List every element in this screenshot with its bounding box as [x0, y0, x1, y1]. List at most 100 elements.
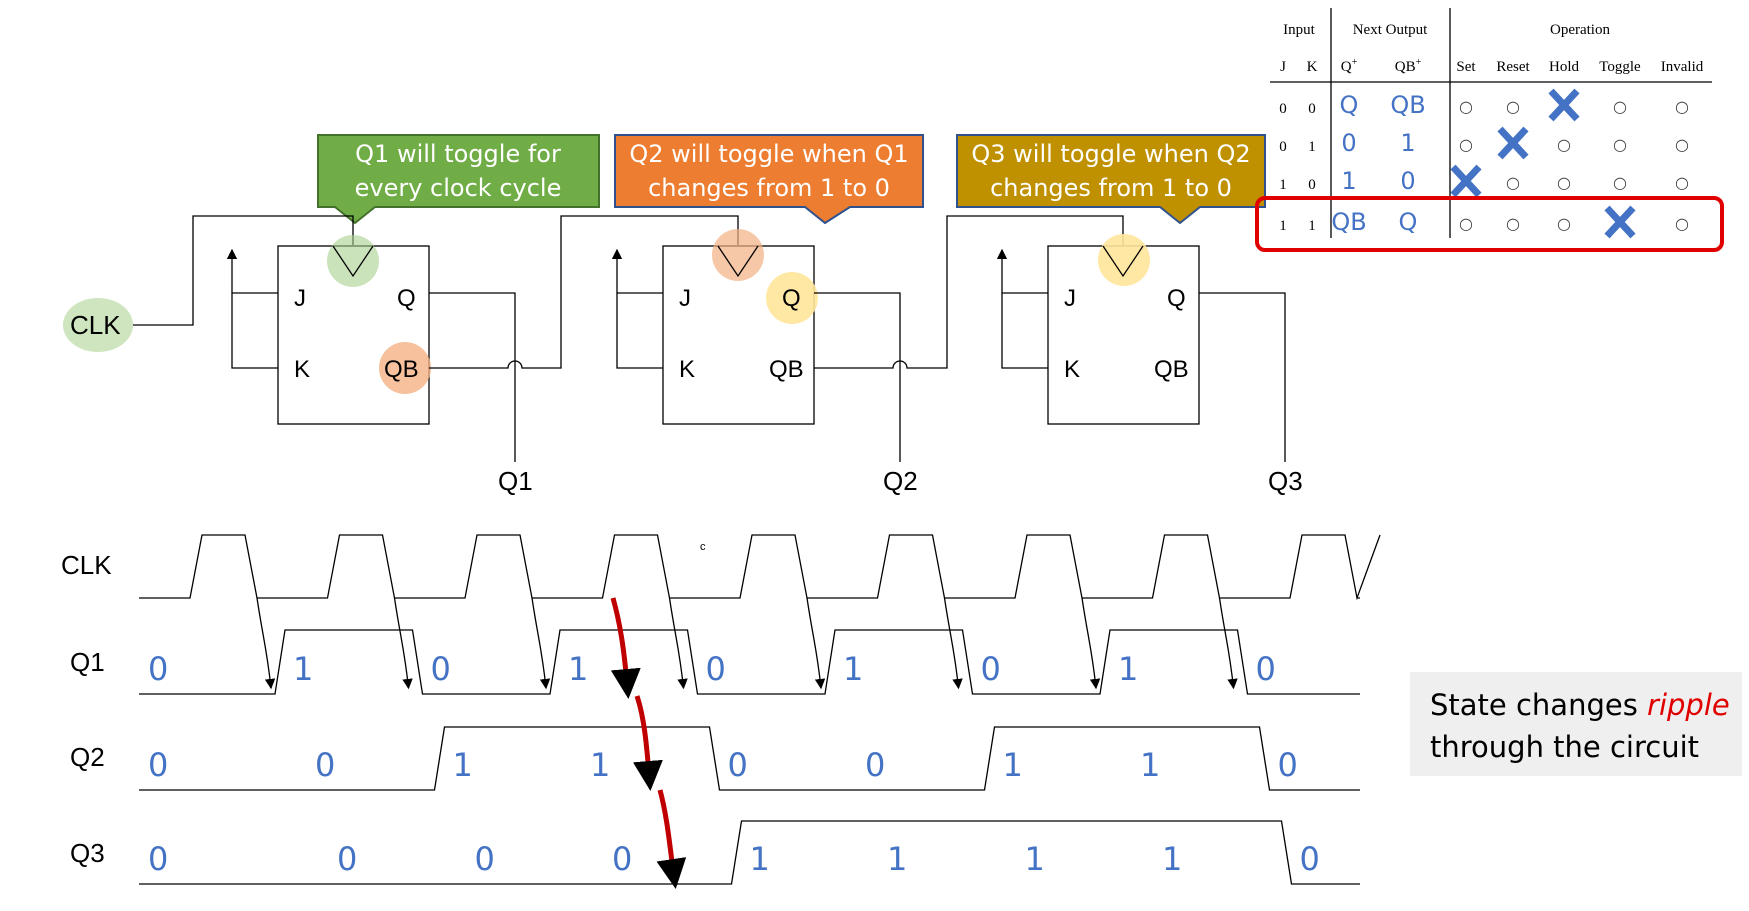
selected-op-cross-icon [1497, 126, 1529, 160]
bit-value: 1 [1118, 650, 1138, 688]
clock-to-q1-arrow [256, 597, 276, 690]
clock-to-q1-arrow [393, 597, 413, 690]
timing-label-q2: Q2 [70, 742, 105, 772]
output-q3-label: Q3 [1268, 466, 1303, 496]
callout-q2: Q2 will toggle when Q1 changes from 1 to… [614, 134, 924, 225]
cell-qb-next: 1 [1400, 129, 1415, 157]
option-circle-icon: ○ [1675, 135, 1689, 154]
callout-q1: Q1 will toggle for every clock cycle [317, 134, 600, 225]
note-emphasis: ripple [1647, 688, 1730, 722]
ripple-arrow-q2-q3 [656, 789, 687, 889]
bit-value: 1 [843, 650, 863, 688]
cell-q-next: QB [1331, 208, 1366, 236]
clk-source-label: CLK [70, 310, 121, 340]
note-text-after: through the circuit [1430, 730, 1700, 764]
bit-value: 0 [1300, 840, 1320, 878]
clk-wire [133, 215, 354, 326]
bit-value: 1 [887, 840, 907, 878]
cell-q-next: Q [1340, 91, 1359, 119]
cell-j: 0 [1279, 139, 1287, 155]
bit-value: 0 [431, 650, 451, 688]
option-circle-icon: ○ [1675, 97, 1689, 116]
bit-value: 1 [453, 746, 473, 784]
ripple-arrow-q1-q2 [632, 695, 663, 791]
pin-q: Q [782, 285, 801, 312]
timing-label-clk: CLK [61, 550, 112, 580]
callout-q2-line2: changes from 1 to 0 [648, 174, 890, 202]
flip-flop-1: J K Q QB [226, 215, 739, 462]
option-circle-icon: ○ [1675, 173, 1689, 192]
cell-k: 1 [1308, 218, 1316, 234]
col-toggle: Toggle [1599, 59, 1641, 75]
option-circle-icon: ○ [1557, 214, 1571, 233]
stray-mark: c [700, 541, 706, 553]
pin-k: K [294, 356, 310, 383]
callout-q3: Q3 will toggle when Q2 changes from 1 to… [956, 134, 1266, 225]
q-highlight [766, 272, 818, 324]
callout-q2-line1: Q2 will toggle when Q1 [629, 140, 908, 168]
header-input: Input [1283, 22, 1315, 38]
bit-value: 1 [1162, 840, 1182, 878]
callout-q1-line2: every clock cycle [355, 174, 562, 202]
clock-input-highlight [1098, 234, 1150, 286]
option-circle-icon: ○ [1613, 135, 1627, 154]
bit-value: 0 [148, 840, 168, 878]
highlight-toggle-row-box [1255, 196, 1724, 252]
pin-j: J [1064, 285, 1076, 312]
output-q1-label: Q1 [498, 466, 533, 496]
clock-input-highlight [712, 229, 764, 281]
bit-value: 0 [1256, 650, 1276, 688]
clk-waveform [139, 534, 1381, 601]
bit-value: 0 [148, 650, 168, 688]
jk-truth-table: Input Next Output Operation J K Q+ QB+ S… [1255, 8, 1724, 252]
pin-j: J [294, 285, 306, 312]
clock-to-q1-arrow [668, 597, 688, 690]
selected-op-cross-icon [1604, 205, 1636, 239]
option-circle-icon: ○ [1459, 135, 1473, 154]
clock-triangle-icon [1102, 245, 1144, 278]
timing-label-q3: Q3 [70, 838, 105, 868]
callout-q1-line1: Q1 will toggle for [355, 140, 561, 168]
option-circle-icon: ○ [1557, 173, 1571, 192]
bit-value: 1 [568, 650, 588, 688]
pin-qb: QB [1154, 356, 1189, 383]
callout-q3-line2: changes from 1 to 0 [990, 174, 1232, 202]
ripple-arrows [610, 597, 687, 889]
header-next-output: Next Output [1353, 22, 1428, 38]
cell-k: 1 [1308, 139, 1316, 155]
bit-value: 0 [1278, 746, 1298, 784]
col-qb-next: QB+ [1395, 57, 1422, 75]
cell-qb-next: Q [1399, 208, 1418, 236]
clock-to-q1-arrow [943, 597, 963, 690]
bit-value: 1 [1140, 746, 1160, 784]
clock-triangle-icon [717, 245, 759, 278]
col-hold: Hold [1549, 59, 1580, 75]
clock-triangle-icon [332, 245, 374, 278]
selected-op-cross-icon [1548, 88, 1580, 122]
q3-waveform [139, 820, 1360, 885]
pin-q: Q [1167, 285, 1186, 312]
bit-value: 0 [728, 746, 748, 784]
col-j: J [1280, 59, 1286, 75]
bit-value: 0 [475, 840, 495, 878]
cell-j: 1 [1279, 218, 1287, 234]
option-circle-icon: ○ [1675, 214, 1689, 233]
cell-q-next: 1 [1341, 167, 1356, 195]
clock-input-highlight [327, 235, 379, 287]
bit-value: 0 [865, 746, 885, 784]
option-circle-icon: ○ [1506, 97, 1520, 116]
q1-waveform [139, 629, 1360, 695]
cell-j: 0 [1279, 101, 1287, 117]
option-circle-icon: ○ [1459, 97, 1473, 116]
pin-j: J [679, 285, 691, 312]
bit-value: 0 [315, 746, 335, 784]
qb-highlight [379, 342, 431, 394]
cell-qb-next: 0 [1400, 167, 1415, 195]
